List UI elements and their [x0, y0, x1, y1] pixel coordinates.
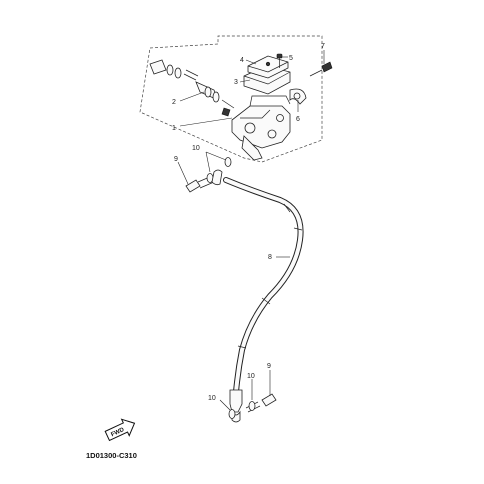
callout-6: 6 [296, 116, 300, 123]
fwd-arrow-icon: FWD [104, 418, 136, 442]
piston-kit [149, 59, 235, 117]
callout-1: 1 [172, 125, 176, 132]
master-cylinder-holder [289, 88, 307, 105]
callout-2: 2 [172, 99, 176, 106]
reservoir-cap [247, 55, 289, 79]
fwd-label: FWD [110, 427, 126, 438]
callout-9-upper: 9 [174, 156, 178, 163]
callout-7: 7 [321, 43, 325, 50]
copper-washer-lower-2 [228, 409, 236, 419]
holder-bolt [309, 61, 333, 77]
callout-10-lower-right: 10 [247, 373, 255, 380]
assembly-outline [139, 35, 323, 163]
callout-4: 4 [240, 57, 244, 64]
callout-5: 5 [289, 55, 293, 62]
leader-lines [177, 50, 325, 411]
callout-3: 3 [234, 79, 238, 86]
union-bolt-lower [245, 393, 277, 413]
copper-washer-lower-1 [248, 401, 256, 411]
callout-8: 8 [268, 254, 272, 261]
callout-10-upper: 10 [192, 145, 200, 152]
cap-screw [276, 53, 283, 68]
brake-hose [211, 169, 304, 423]
copper-washer-upper-2 [224, 157, 232, 167]
catalog-code: 1D01300-C310 [86, 451, 137, 460]
master-cylinder-body [231, 95, 291, 161]
callout-10-lower-left: 10 [208, 395, 216, 402]
callout-9-lower: 9 [267, 363, 271, 370]
